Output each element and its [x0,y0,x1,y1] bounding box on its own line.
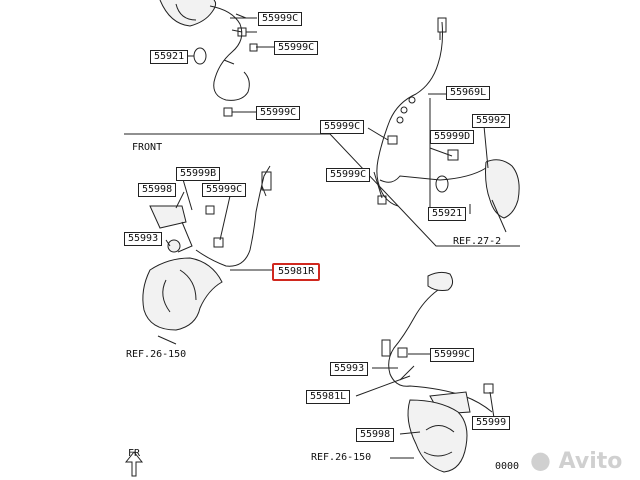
section-divider [124,133,520,247]
label-55999c-d1: 55999C [430,348,475,362]
watermark-text: Avito [558,449,623,474]
mid-hub-outline [485,159,520,219]
front-sensor-wire [195,165,271,267]
label-55999c-a4: 55999C [256,106,301,120]
mid-sensor-wire [376,21,443,207]
label-55969l-b1: 55969L [446,86,491,100]
top-sensor-wire [209,5,250,101]
label-55993-d2: 55993 [330,362,369,376]
label-55999c-b2: 55999C [320,120,365,134]
label-fr: FR [128,448,141,459]
label-front: FRONT [132,142,163,153]
label-ref-27: REF.27-2 [453,236,502,247]
label-55981l-d3: 55981L [306,390,351,404]
front-bracket [149,205,187,229]
mid-grommet [435,175,449,193]
top-grommet [193,47,207,65]
label-55999c-a3: 55999C [274,41,319,55]
avito-logo-icon: ● [530,446,551,474]
front-knuckle-outline [142,257,223,331]
label-55992-b3: 55992 [472,114,511,128]
rear-sensor-head [427,271,454,291]
label-55999c-a1: 55999C [258,12,303,26]
label-55993-c4: 55993 [124,232,163,246]
label-ref-26-upper: REF.26-150 [126,349,187,360]
top-knuckle-outline [159,0,217,27]
label-ref-26-lower: REF.26-150 [311,452,372,463]
label-55998-c2: 55998 [138,183,177,197]
label-55998-d4: 55998 [356,428,395,442]
label-55999c-c3: 55999C [202,183,247,197]
label-diagram-code: 0000 [495,461,520,472]
label-55999b-c1: 55999B [176,167,221,181]
label-55999-d5: 55999 [472,416,511,430]
label-55999c-b5: 55999C [326,168,371,182]
rear-knuckle-outline [407,399,468,473]
avito-watermark: ● Avito [530,446,622,474]
fr-arrow-icon [124,451,144,477]
label-55999d-b4: 55999D [430,130,475,144]
label-55981r-highlighted: 55981R [272,263,321,281]
label-55921-a2: 55921 [150,50,189,64]
label-55921-b6: 55921 [428,207,467,221]
